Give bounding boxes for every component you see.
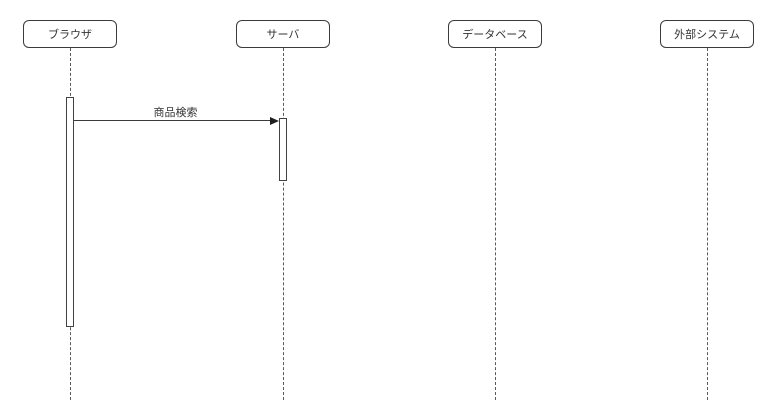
actor-label-external-system: 外部システム xyxy=(674,29,740,41)
activation-bar-server xyxy=(279,118,287,181)
message-label-product-search: 商品検索 xyxy=(153,107,198,119)
actor-box-browser: ブラウザ xyxy=(23,20,117,48)
actor-label-browser: ブラウザ xyxy=(48,29,92,41)
lifeline-external-system xyxy=(707,48,708,400)
actor-box-database: データベース xyxy=(448,20,542,48)
actor-box-server: サーバ xyxy=(236,20,330,48)
lifeline-database xyxy=(495,48,496,400)
actor-box-external-system: 外部システム xyxy=(660,20,754,48)
actor-label-database: データベース xyxy=(462,29,528,41)
message-line-product-search xyxy=(74,120,271,121)
message-arrowhead-icon xyxy=(270,117,279,125)
actor-label-server: サーバ xyxy=(266,29,300,41)
lifeline-server xyxy=(283,48,284,400)
activation-bar-browser xyxy=(66,97,74,327)
